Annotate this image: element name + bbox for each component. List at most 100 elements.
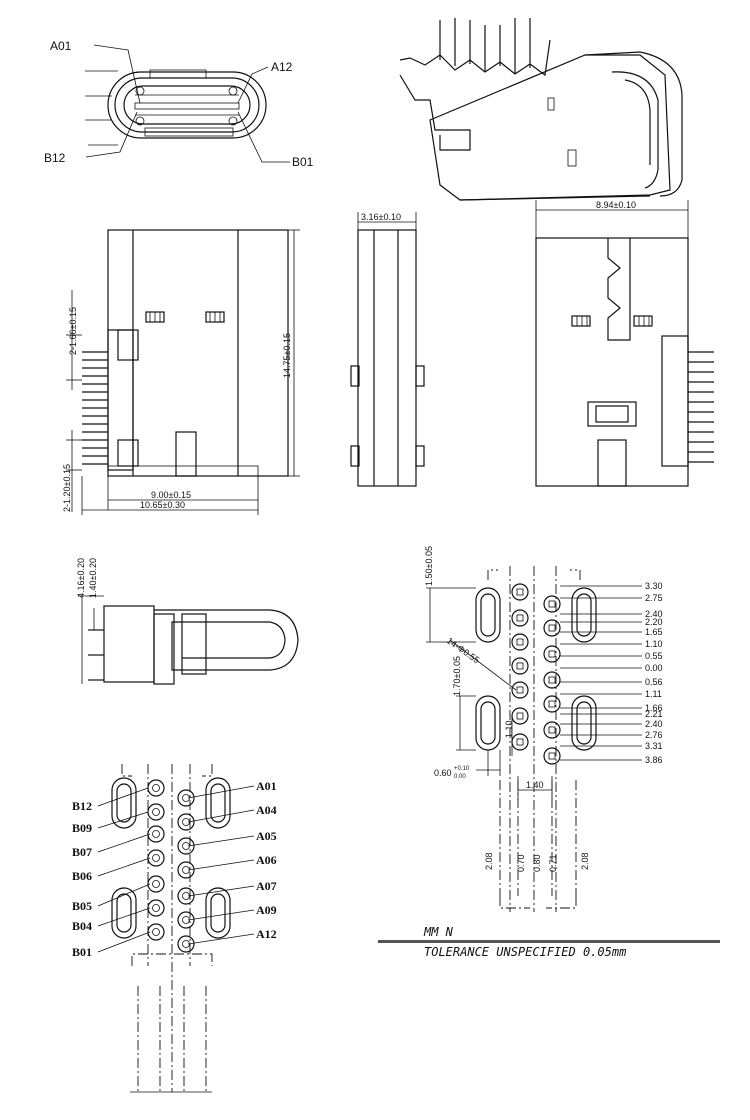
fp-dim-11: 2.21	[645, 709, 663, 719]
bottom-dim-right: 2.08	[580, 852, 590, 870]
fp-dim-0: 3.30	[645, 581, 663, 591]
dim-10-65: 10.65±0.30	[140, 500, 185, 510]
pin-hole-b-inner-0	[152, 784, 160, 792]
pin-label-b07: B07	[72, 845, 92, 859]
pin-label-a05: A05	[256, 829, 277, 843]
fp-dim-10: 1.66	[645, 703, 663, 713]
fp-hole-right-2	[543, 645, 561, 663]
fp-hole-right-inner-5	[548, 726, 556, 734]
pin-hole-b-4	[147, 875, 165, 893]
fp-dim-13: 2.76	[645, 730, 663, 740]
fp-hole-left-5	[511, 707, 529, 725]
dim-1-40-pitch: 1.40	[526, 780, 544, 790]
bottom-dim-2: 0.70	[516, 854, 526, 872]
dim-1-10: 1.10	[504, 720, 514, 738]
fp-hole-left-4	[511, 681, 529, 699]
label-a12: A12	[271, 60, 293, 74]
dim-1-66: 2-1.66±0.15	[68, 307, 78, 355]
dim-4-16: 4.16±0.20	[76, 558, 86, 598]
pin-hole-b-1	[147, 803, 165, 821]
bottom-dim-left: 2.08	[484, 852, 494, 870]
fp-hole-left-inner-3	[516, 662, 524, 670]
fp-hole-right-inner-3	[548, 676, 556, 684]
isometric-view	[399, 18, 683, 201]
pin-label-b12: B12	[72, 799, 92, 813]
pin-label-b01: B01	[72, 945, 92, 959]
fp-hole-left-3	[511, 657, 529, 675]
fp-dim-15: 3.86	[645, 755, 663, 765]
fp-hole-left-inner-4	[516, 686, 524, 694]
dim-3-16: 3.16±0.10	[361, 212, 401, 222]
fp-dim-1: 2.75	[645, 593, 663, 603]
dim-1-70: 1.70±0.05	[452, 656, 462, 696]
pin-hole-b-inner-5	[152, 904, 160, 912]
dim-1-40: 1.40±0.20	[88, 558, 98, 598]
fp-hole-left-6	[511, 733, 529, 751]
fp-hole-left-inner-6	[516, 738, 524, 746]
front-view: 9.00±0.15 10.65±0.30 14.75±0.15 2-1.66±0…	[62, 229, 300, 515]
dim-0-60-tol-bot: 0.00	[454, 774, 466, 780]
pin-map: B12 B09 B07 B06 B05 B04 B01 A01 A04 A05 …	[72, 764, 277, 1093]
tolerance-note: TOLERANCE UNSPECIFIED 0.05mm	[424, 945, 626, 959]
fp-hole-right-3	[543, 671, 561, 689]
dim-8-94: 8.94±0.10	[596, 200, 636, 210]
pin-label-a07: A07	[256, 879, 277, 893]
dim-1-20: 2-1.20±0.15	[62, 464, 72, 512]
dim-1-50: 1.50±0.05	[424, 546, 434, 586]
pin-label-a06: A06	[256, 853, 277, 867]
fp-hole-left-0	[511, 583, 529, 601]
back-view: 8.94±0.10	[535, 200, 714, 487]
dim-0-60: 0.60	[434, 768, 452, 778]
fp-hole-right-inner-6	[548, 752, 556, 760]
fp-dim-6: 0.55	[645, 651, 663, 661]
bottom-dim-4: 0.71	[548, 854, 558, 872]
unit-note: MM N	[423, 925, 454, 939]
pin-label-b05: B05	[72, 899, 92, 913]
pin-label-b09: B09	[72, 821, 92, 835]
pin-label-b04: B04	[72, 919, 92, 933]
fp-hole-right-5	[543, 721, 561, 739]
label-b12: B12	[44, 151, 66, 165]
pin-hole-b-inner-4	[152, 880, 160, 888]
fp-hole-right-6	[543, 747, 561, 765]
end-view: 4.16±0.20 1.40±0.20	[76, 558, 299, 685]
pin-hole-a-6	[177, 935, 195, 953]
pin-hole-b-inner-6	[152, 928, 160, 936]
dim-0-60-tol-top: +0.10	[454, 766, 470, 772]
bottom-dim-3: 0.80	[532, 854, 542, 872]
pin-label-a04: A04	[256, 803, 277, 817]
pin-hole-a-2	[177, 837, 195, 855]
fp-hole-right-0	[543, 595, 561, 613]
fp-hole-left-inner-0	[516, 588, 524, 596]
fp-hole-right-inner-2	[548, 650, 556, 658]
pin-hole-b-0	[147, 779, 165, 797]
fp-dim-14: 3.31	[645, 741, 663, 751]
fp-hole-left-inner-5	[516, 712, 524, 720]
fp-dim-8: 0.56	[645, 677, 663, 687]
fp-hole-right-4	[543, 695, 561, 713]
label-b01: B01	[292, 155, 314, 169]
fp-hole-right-inner-0	[548, 600, 556, 608]
fp-hole-left-1	[511, 609, 529, 627]
pin-hole-b-inner-1	[152, 808, 160, 816]
fp-dim-3: 2.20	[645, 617, 663, 627]
label-hole-count: 14-Φ0.55	[445, 635, 482, 665]
pin-label-a09: A09	[256, 903, 277, 917]
pin-hole-b-inner-2	[152, 830, 160, 838]
drawing-notes: MM N TOLERANCE UNSPECIFIED 0.05mm	[378, 925, 720, 959]
fp-dim-9: 1.11	[645, 689, 662, 699]
fp-hole-left-inner-1	[516, 614, 524, 622]
fp-hole-left-2	[511, 633, 529, 651]
fp-dim-7: 0.00	[645, 663, 663, 673]
dim-14-75: 14.75±0.15	[282, 333, 292, 378]
pin-hole-b-3	[147, 849, 165, 867]
pin-hole-a-5	[177, 911, 195, 929]
pcb-footprint: 3.302.752.402.201.651.100.550.000.561.11…	[424, 546, 663, 912]
pin-hole-b-5	[147, 899, 165, 917]
mating-face-view: A01 A12 B12 B01	[44, 39, 314, 169]
pin-hole-a-0	[177, 789, 195, 807]
pin-hole-b-6	[147, 923, 165, 941]
pin-hole-b-inner-3	[152, 854, 160, 862]
side-view: 3.16±0.10	[350, 212, 425, 487]
